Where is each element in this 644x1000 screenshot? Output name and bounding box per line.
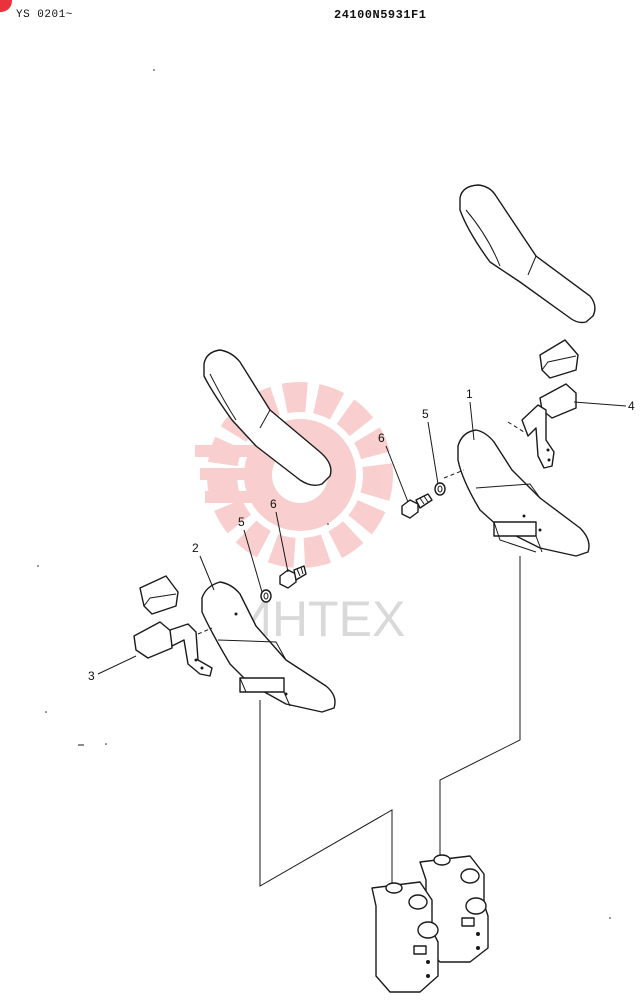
part-1-right-pedal — [457, 429, 590, 557]
watermark-gear-icon — [195, 382, 393, 568]
alignment-lines — [197, 421, 525, 635]
callout-6-right: 6 — [378, 431, 385, 445]
callout-6-left: 6 — [270, 497, 277, 511]
part-2-left-pedal — [201, 581, 336, 713]
linkage-lines — [259, 556, 521, 890]
right-small-pad — [539, 339, 579, 379]
scan-marks — [37, 69, 611, 919]
right-pedal-cover — [459, 184, 596, 324]
callout-1: 1 — [466, 387, 473, 401]
serial-range-label: YS 0201~ — [16, 9, 73, 21]
part-5-washer-right — [434, 482, 446, 496]
part-6-bolt-left — [279, 565, 307, 589]
callout-4: 4 — [628, 399, 635, 413]
callout-2: 2 — [192, 541, 199, 555]
drawing-number-label: 24100N5931F1 — [334, 8, 427, 22]
left-small-pad — [139, 575, 179, 615]
callout-5-right: 5 — [422, 407, 429, 421]
leader-lines — [97, 401, 627, 675]
control-valve-front — [371, 881, 439, 993]
left-pedal-cover — [203, 349, 332, 487]
part-4-footrest-bracket — [521, 383, 577, 469]
callout-3: 3 — [88, 669, 95, 683]
callout-5-left: 5 — [238, 515, 245, 529]
part-6-bolt-right — [401, 493, 433, 519]
part-5-washer-left — [260, 589, 272, 603]
part-3-footrest-bracket — [133, 621, 213, 677]
